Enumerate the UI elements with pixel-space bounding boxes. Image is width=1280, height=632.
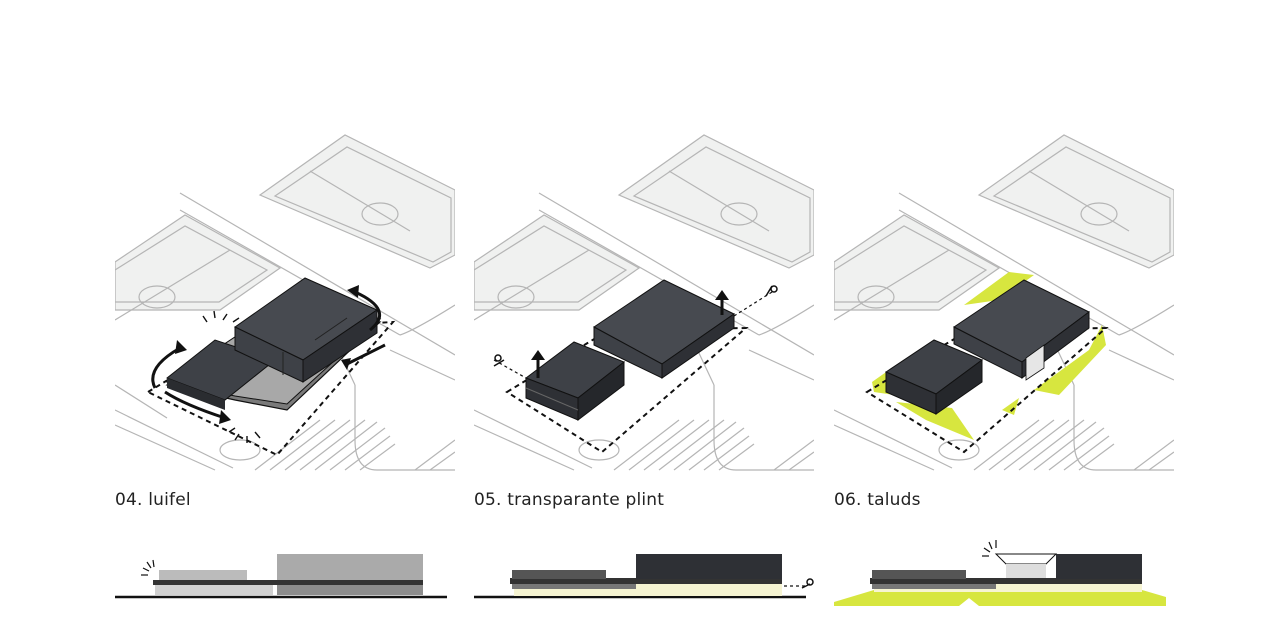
high-volume-side-right (302, 309, 378, 383)
entrance-void (994, 553, 1058, 565)
low-volume-right (935, 359, 983, 415)
site-boundary (145, 320, 396, 457)
section-view-06 (834, 540, 1166, 606)
diagram-panel-05: 05. transparante plint (474, 0, 814, 632)
site-boundary (865, 326, 1109, 454)
site-context (474, 134, 814, 471)
high-volume-facade (1056, 554, 1142, 579)
soccer-field-top-inner (632, 146, 811, 263)
site-context (834, 134, 1174, 471)
building-volume-04 (165, 277, 382, 411)
parking-stripes (973, 419, 1174, 471)
low-volume-facade (159, 570, 247, 580)
canopy-slab (153, 580, 423, 585)
axonometric-view-05 (474, 134, 814, 471)
soccer-field-left-inner (834, 225, 988, 303)
parking-stripes (254, 419, 455, 471)
slope-front (896, 402, 974, 440)
low-volume-facade (872, 570, 966, 579)
axonometric-view-04 (115, 134, 455, 471)
diagram-panel-04: 04. luifel (115, 0, 455, 632)
section-view-04 (115, 554, 447, 599)
slope-right-front (1002, 398, 1019, 415)
panel-caption: 06. taluds (834, 490, 921, 510)
soccer-field-left-inner (474, 225, 628, 303)
soccer-field-top (617, 134, 814, 269)
soccer-field-left (834, 214, 1001, 311)
low-volume-base (512, 584, 636, 589)
parking-stripes (613, 419, 814, 471)
soccer-field-left (115, 214, 282, 311)
rotate-arrow-icon (151, 346, 181, 389)
scissors-icon (801, 578, 814, 589)
panel-caption: 04. luifel (115, 490, 191, 510)
arrowhead (175, 340, 187, 354)
rotate-arrow-icon (354, 290, 381, 332)
roof-slab (510, 578, 782, 584)
sun-rays-icon (202, 310, 240, 323)
low-volume-plinth (155, 585, 273, 595)
soccer-field-left (474, 214, 641, 311)
site-boundary (505, 326, 749, 454)
entrance-recess (1006, 564, 1046, 578)
building-volume-06 (884, 279, 1090, 415)
high-volume-right (661, 313, 735, 379)
scissors-icon (765, 285, 778, 297)
arrow-up-icon (715, 290, 729, 315)
arrowhead (341, 358, 351, 370)
low-volume-facade (512, 570, 606, 579)
diagram-panel-06: 06. taluds (834, 0, 1174, 632)
sun-rays-icon (982, 540, 997, 557)
rotate-arrow-icon (164, 390, 226, 420)
scissors-icon (493, 354, 505, 367)
slope-top (964, 272, 1034, 305)
slope-right (1034, 325, 1106, 395)
soccer-field-left-inner (115, 225, 269, 303)
low-volume-right (577, 360, 625, 422)
low-volume-side (167, 378, 225, 410)
panel-caption: 05. transparante plint (474, 490, 665, 510)
high-volume-plinth (277, 585, 423, 595)
arrowhead (347, 285, 359, 298)
sun-rays-icon (228, 427, 261, 443)
arrow-up-icon (531, 350, 545, 378)
arrowhead (219, 410, 231, 424)
low-volume-base (872, 584, 996, 589)
entrance-glazing (1025, 344, 1045, 381)
roof-slab (870, 578, 1142, 584)
soccer-field-top-inner (992, 146, 1171, 263)
soccer-field-top-inner (273, 146, 452, 263)
soccer-field-top (977, 134, 1174, 269)
slope-section (834, 590, 1166, 606)
section-view-05 (474, 554, 814, 599)
building-volume-05 (524, 279, 735, 422)
soccer-field-top (258, 134, 455, 269)
transparent-plinth (874, 584, 1142, 592)
high-volume-facade (636, 554, 782, 579)
sun-rays-icon (141, 559, 155, 576)
site-context (115, 134, 455, 471)
axonometric-view-06 (834, 134, 1174, 471)
high-volume-facade (277, 554, 423, 580)
